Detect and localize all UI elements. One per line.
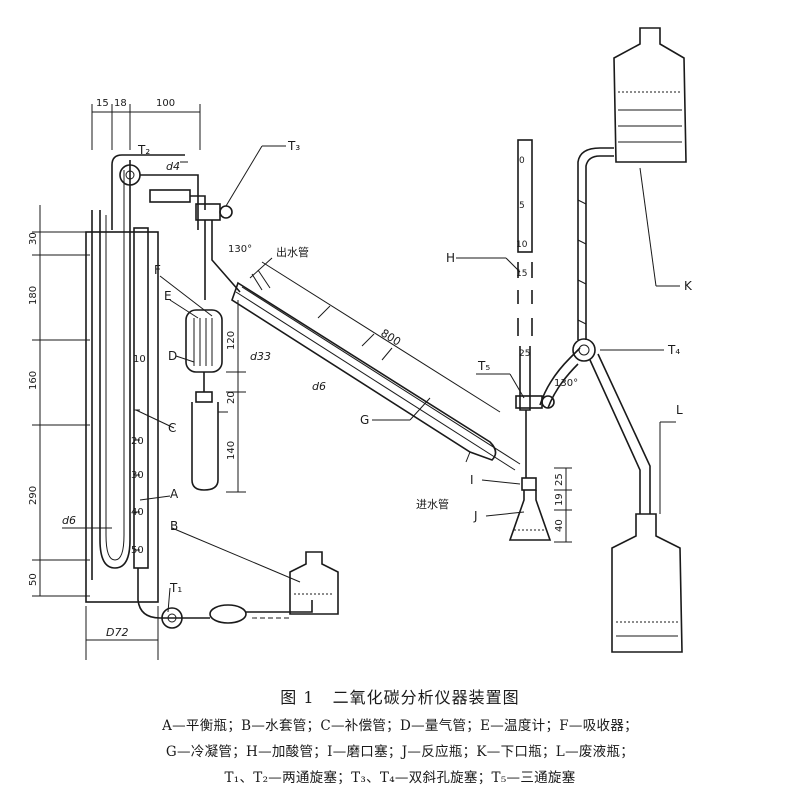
- right-assembly: [572, 27, 687, 653]
- scale-h-0: 0: [519, 156, 525, 166]
- absorber-body: [185, 309, 223, 373]
- stopcock-T1-icon: [161, 607, 183, 629]
- angle-right: 130°: [554, 378, 578, 389]
- bottle-K: [613, 27, 687, 163]
- ground-stopper-I: [521, 477, 537, 491]
- label-E: E: [164, 289, 172, 303]
- legend-line-2: G—冷凝管；H—加酸管；I—磨口塞；J—反应瓶；K—下口瓶；L—废液瓶；: [165, 744, 635, 760]
- label-B: B: [170, 519, 178, 533]
- dimension-lines: [32, 104, 572, 660]
- figure-title: 二氧化碳分析仪器装置图: [332, 688, 520, 707]
- acid-tube-H: 0 5 10 15 25: [515, 139, 555, 478]
- leader-lines: [135, 145, 680, 613]
- label-T4: T₄: [667, 343, 680, 357]
- scale-c-10: 10: [133, 354, 146, 365]
- water-jacket-B: [85, 231, 159, 603]
- dim-40: 40: [554, 519, 565, 532]
- label-T1: T₁: [169, 581, 182, 595]
- scale-h-15: 15: [516, 269, 527, 279]
- label-H: H: [446, 251, 455, 265]
- label-G: G: [360, 413, 369, 427]
- figure-caption-title: 图 1 二氧化碳分析仪器装置图: [0, 684, 800, 708]
- scale-h-25: 25: [519, 349, 530, 359]
- dim-left-290: 290: [28, 486, 39, 505]
- dim-100: 100: [156, 98, 175, 109]
- stopcock-T4-icon: [572, 338, 596, 362]
- label-L: L: [676, 403, 683, 417]
- label-J: J: [473, 509, 478, 523]
- dim-140: 140: [226, 441, 237, 460]
- scale-c-20: 20: [131, 436, 144, 447]
- bottle-L: [611, 513, 683, 653]
- angle-left: 130°: [228, 244, 252, 255]
- tube-A: [99, 160, 131, 569]
- condenser-G: [231, 269, 521, 471]
- legend-line-1: A—平衡瓶；B—水套管；C—补偿管；D—量气管；E—温度计；F—吸收器；: [162, 718, 638, 734]
- label-D: D: [168, 349, 177, 363]
- dim-19: 19: [554, 493, 565, 506]
- figure-number: 图 1: [280, 688, 315, 707]
- dim-left-160: 160: [28, 371, 39, 390]
- label-T3: T₃: [287, 139, 300, 153]
- inlet-label: 进水管: [416, 497, 449, 511]
- dim-left-50: 50: [28, 573, 39, 586]
- dim-120: 120: [226, 331, 237, 350]
- bottle-B-reservoir: [289, 551, 339, 615]
- dim-d33: d33: [250, 350, 271, 363]
- label-K: K: [684, 279, 693, 293]
- dim-15: 15: [96, 98, 109, 109]
- dim-d6-left: d6: [62, 514, 76, 527]
- stopcock-T3-icon: [219, 205, 233, 219]
- bottom-piping: [137, 551, 339, 629]
- label-A: A: [170, 487, 179, 501]
- scale-c-40: 40: [131, 507, 144, 518]
- absorber-F: [185, 309, 228, 491]
- dim-800: 800: [378, 327, 403, 349]
- label-C: C: [168, 421, 176, 435]
- dim-d6-condenser: d6: [312, 380, 326, 393]
- water-jacket-assembly: 20 30 40 50 10: [85, 160, 159, 603]
- label-F: F: [154, 263, 161, 277]
- label-T5: T₅: [477, 359, 490, 373]
- dim-left-30: 30: [28, 232, 39, 245]
- scale-c-30: 30: [131, 470, 144, 481]
- scale-h-10: 10: [516, 240, 528, 250]
- scale-c-50: 50: [131, 545, 144, 556]
- stopcock-T3: [195, 203, 241, 300]
- dim-20: 20: [226, 391, 237, 404]
- legend-line-3: T₁、T₂—两通旋塞；T₃、T₄—双斜孔旋塞；T₅—三通旋塞: [224, 770, 576, 786]
- reaction-flask-J: [508, 477, 552, 541]
- part-labels: F E D C A B T₁ T₂ T₃ H T₅ G I J K L T₄: [137, 139, 693, 595]
- dim-25: 25: [554, 473, 565, 486]
- top-piping: [111, 154, 206, 230]
- apparatus-diagram: 20 30 40 50 10: [28, 27, 693, 660]
- compensation-tube-C: [133, 227, 149, 569]
- dim-d4: d4: [166, 160, 180, 173]
- dim-d72: D72: [106, 626, 128, 639]
- dim-18: 18: [114, 98, 127, 109]
- label-I: I: [470, 473, 474, 487]
- dimension-labels: 15 18 100 30 180 160 290 50 d6 D72 d4 d3…: [28, 98, 565, 639]
- outlet-label: 出水管: [276, 245, 309, 259]
- label-T2: T₂: [137, 143, 150, 157]
- scale-h-5: 5: [519, 201, 525, 211]
- dim-left-180: 180: [28, 286, 39, 305]
